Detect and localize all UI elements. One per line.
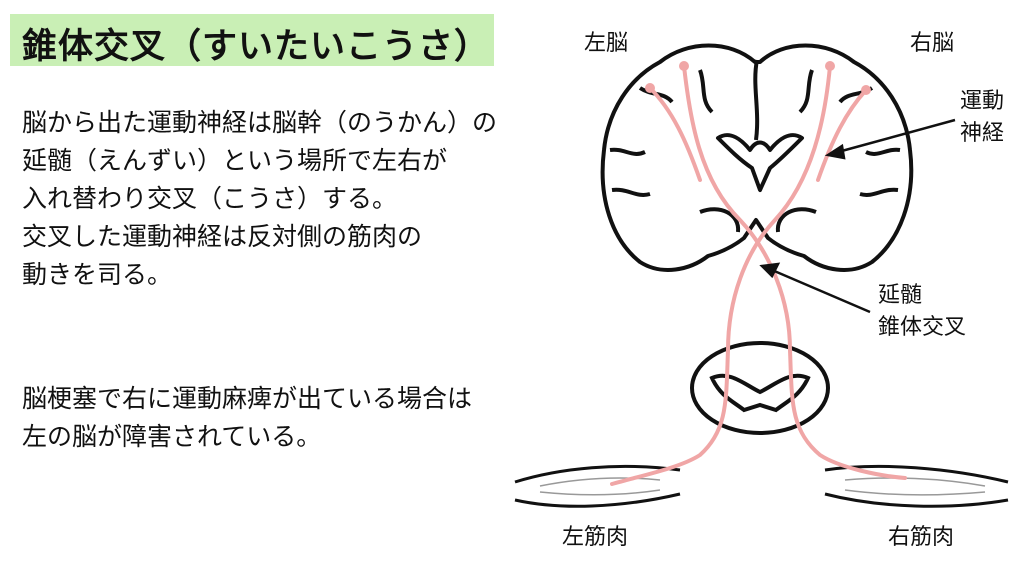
explanation-line: 延髄（えんずい）という場所で左右が (22, 146, 448, 175)
decussation-label: 延髄 錐体交叉 (878, 283, 967, 340)
note-line: 左の脳が障害されている。 (22, 422, 322, 451)
spinal-cord-outline (690, 341, 830, 435)
title-highlight (10, 14, 494, 66)
left-brain-label: 左脳 (584, 31, 629, 56)
right-muscle-drawing (824, 464, 1009, 508)
spinal-cord-section (690, 341, 830, 435)
gyrus-fold (611, 187, 651, 197)
gyrus-fold (798, 69, 814, 114)
explanation-line: 入れ替わり交叉（こうさ）する。 (22, 184, 398, 213)
grey-matter (709, 373, 811, 413)
gyrus-fold (609, 147, 646, 156)
gyrus-fold (698, 69, 714, 114)
brain-section (600, 43, 914, 272)
left-brain-nerve (682, 64, 907, 480)
explanation-paragraph: 脳から出た運動神経は脳幹（のうかん）の 延髄（えんずい）という場所で左右が 入れ… (22, 104, 497, 294)
label-arrows (759, 118, 956, 314)
page-title: 錐体交叉（すいたいこうさ） (22, 27, 491, 67)
explanation-line: 動きを司る。 (22, 260, 173, 289)
right-brain-label: 右脳 (910, 31, 955, 56)
left-muscle-drawing (514, 464, 681, 508)
longitudinal-fissure (753, 59, 760, 141)
temporal-lobe-left (699, 207, 741, 233)
temporal-lobe-right (775, 207, 817, 233)
gyrus-fold (859, 187, 899, 197)
left-brain-nerve-branch (648, 86, 702, 182)
motor-nerve-paths (610, 64, 907, 486)
left-muscle-label: 左筋肉 (562, 525, 629, 550)
motor-nerve-label: 運動 神経 (960, 89, 1005, 146)
brain-outline (600, 43, 914, 272)
explanation-line: 脳から出た運動神経は脳幹（のうかん）の (22, 108, 498, 137)
right-brain-nerve (610, 64, 832, 486)
right-brain-nerve-branch (816, 88, 868, 182)
explanation-line: 交叉した運動神経は反対側の筋肉の (22, 222, 423, 251)
gyrus-fold (865, 147, 901, 156)
nerve-cell-bodies (645, 61, 871, 95)
ventricle (716, 133, 804, 192)
note-line: 脳梗塞で右に運動麻痺が出ている場合は (22, 384, 473, 413)
right-muscle-label: 右筋肉 (888, 525, 955, 550)
stroke-note-paragraph: 脳梗塞で右に運動麻痺が出ている場合は 左の脳が障害されている。 (22, 380, 472, 456)
